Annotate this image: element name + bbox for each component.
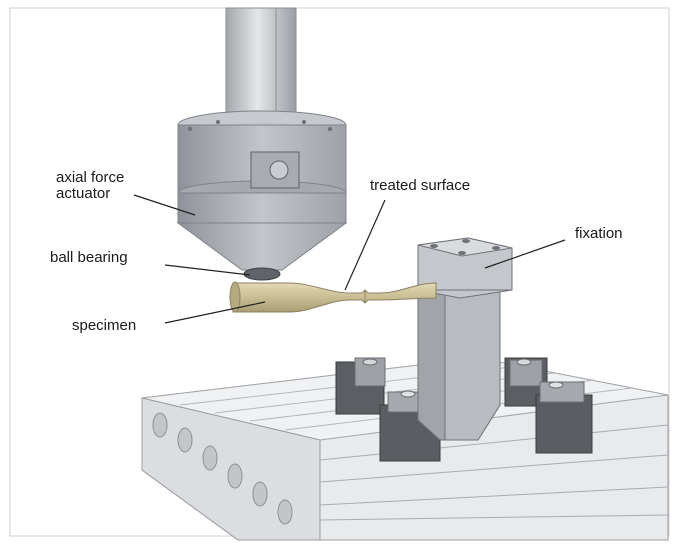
label-fixation: fixation <box>575 225 623 242</box>
clamp-block-right-front <box>535 381 593 454</box>
leader-treated-surface <box>344 199 386 291</box>
clamp-block-left-back <box>335 357 386 415</box>
label-treated-surface: treated surface <box>370 177 471 194</box>
label-actuator-line1: axial force <box>56 169 125 186</box>
leader-fixation <box>484 239 566 269</box>
label-actuator-line2: actuator <box>56 185 111 202</box>
label-specimen: specimen <box>72 317 137 334</box>
leader-actuator <box>133 194 196 216</box>
leader-specimen <box>164 301 266 324</box>
specimen <box>229 281 437 313</box>
fixation-pillar <box>417 237 513 441</box>
label-ball-bearing: ball bearing <box>50 249 128 266</box>
leader-ball-bearing <box>164 264 251 276</box>
leader-lines <box>133 194 566 324</box>
label-axial-force-actuator: axial force actuator <box>56 170 124 202</box>
actuator-body <box>176 110 348 281</box>
